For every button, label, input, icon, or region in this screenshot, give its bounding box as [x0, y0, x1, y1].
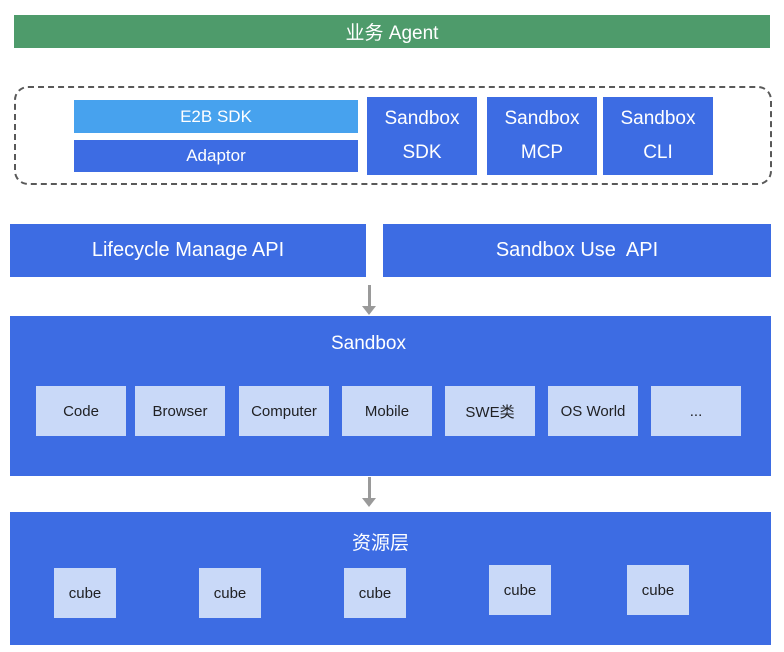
arrow-shaft [367, 477, 371, 498]
client-tools-dashed-container: E2B SDK Adaptor Sandbox SDK Sandbox MCP … [14, 86, 772, 185]
resource-layer-title: 资源层 [351, 533, 409, 554]
sandbox-sdk-label-line2: SDK [402, 142, 442, 163]
lifecycle-manage-api-bar: Lifecycle Manage API [10, 224, 366, 277]
sandbox-cli-label-line2: CLI [643, 142, 673, 163]
runtime-box-browser: Browser [135, 386, 225, 436]
sandbox-use-api-bar: Sandbox Use API [383, 224, 771, 277]
runtime-box-code: Code [36, 386, 126, 436]
cube-box: cube [199, 568, 261, 618]
runtime-box-mobile: Mobile [342, 386, 432, 436]
arrow-head [362, 306, 376, 315]
arrow-head [362, 498, 376, 507]
cube-box: cube [344, 568, 406, 618]
runtime-box-os-world: OS World [548, 386, 638, 436]
cube-box: cube [54, 568, 116, 618]
sandbox-cli-box: Sandbox CLI [603, 97, 713, 175]
down-arrow-to-sandbox [362, 285, 376, 315]
sandbox-sdk-box: Sandbox SDK [367, 97, 477, 175]
arrow-shaft [367, 285, 371, 306]
adaptor-box: Adaptor [74, 140, 358, 172]
sandbox-layer-box: Sandbox Code Browser Computer Mobile SWE… [10, 316, 771, 476]
business-agent-bar: 业务 Agent [14, 15, 770, 48]
sandbox-sdk-label-line1: Sandbox [384, 108, 460, 129]
sandbox-mcp-label-line2: MCP [520, 142, 564, 163]
cube-box: cube [627, 565, 689, 615]
runtime-box-computer: Computer [239, 386, 329, 436]
runtime-box-swe: SWE类 [445, 386, 535, 436]
resource-layer-box: 资源层 cube cube cube cube cube [10, 512, 771, 645]
sandbox-mcp-label-line1: Sandbox [504, 108, 580, 129]
runtime-box-ellipsis: ... [651, 386, 741, 436]
cube-box: cube [489, 565, 551, 615]
sandbox-cli-label-line1: Sandbox [620, 108, 696, 129]
e2b-sdk-box: E2B SDK [74, 100, 358, 133]
sandbox-mcp-box: Sandbox MCP [487, 97, 597, 175]
sandbox-layer-title: Sandbox [330, 333, 406, 354]
down-arrow-to-resources [362, 477, 376, 507]
